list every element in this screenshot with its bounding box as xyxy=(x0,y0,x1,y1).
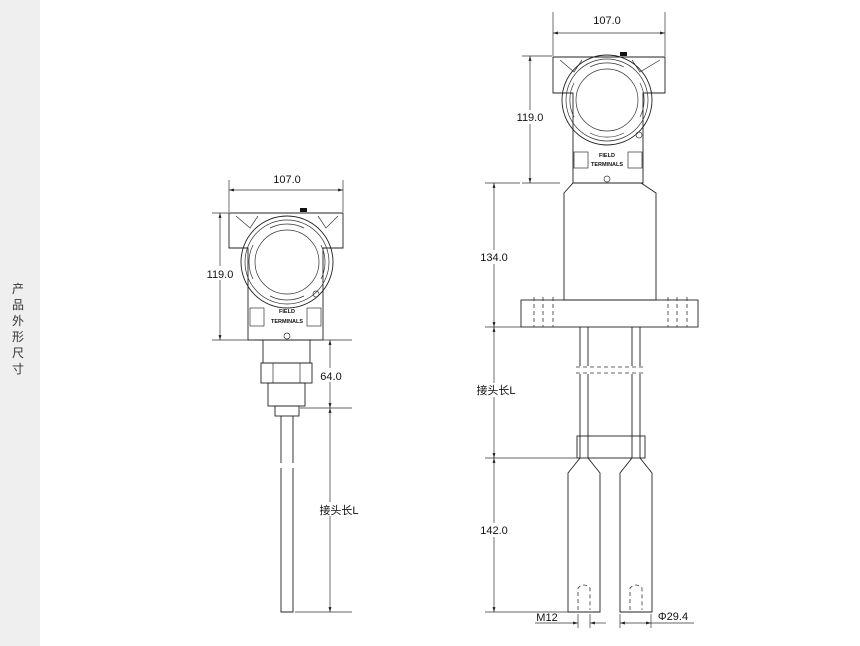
terminal-label-terminals: TERMINALS xyxy=(271,319,303,325)
right-device: FIELD TERMINALS xyxy=(520,52,699,613)
left-height-dim: 119.0 xyxy=(207,269,234,281)
terminal-label-terminals-right: TERMINALS xyxy=(591,162,623,168)
left-width-dim: 107.0 xyxy=(273,174,301,186)
sidebar: 产品外形尺寸 xyxy=(0,0,40,646)
right-paddle-dim: 142.0 xyxy=(480,525,508,537)
thread-dim: M12 xyxy=(536,612,557,624)
right-rod-dim: 接头长L xyxy=(476,384,515,397)
left-probe-dim: 接头长L xyxy=(319,504,358,517)
right-body-dim: 134.0 xyxy=(480,252,508,264)
left-neck-dim: 64.0 xyxy=(320,371,341,383)
terminal-label-field-right: FIELD xyxy=(599,153,615,159)
terminal-label-field: FIELD xyxy=(279,309,295,315)
left-dimensions: 107.0 119.0 64.0 接头长L xyxy=(203,174,364,613)
right-width-dim: 107.0 xyxy=(593,15,621,27)
diameter-dim: Φ29.4 xyxy=(658,611,688,623)
left-device: FIELD TERMINALS xyxy=(228,208,344,613)
right-dimensions: 107.0 119.0 134.0 接头长L 142.0 M12 Φ29.4 xyxy=(472,12,694,628)
sidebar-title: 产品外形尺寸 xyxy=(11,282,24,376)
right-height-dim: 119.0 xyxy=(517,112,544,124)
